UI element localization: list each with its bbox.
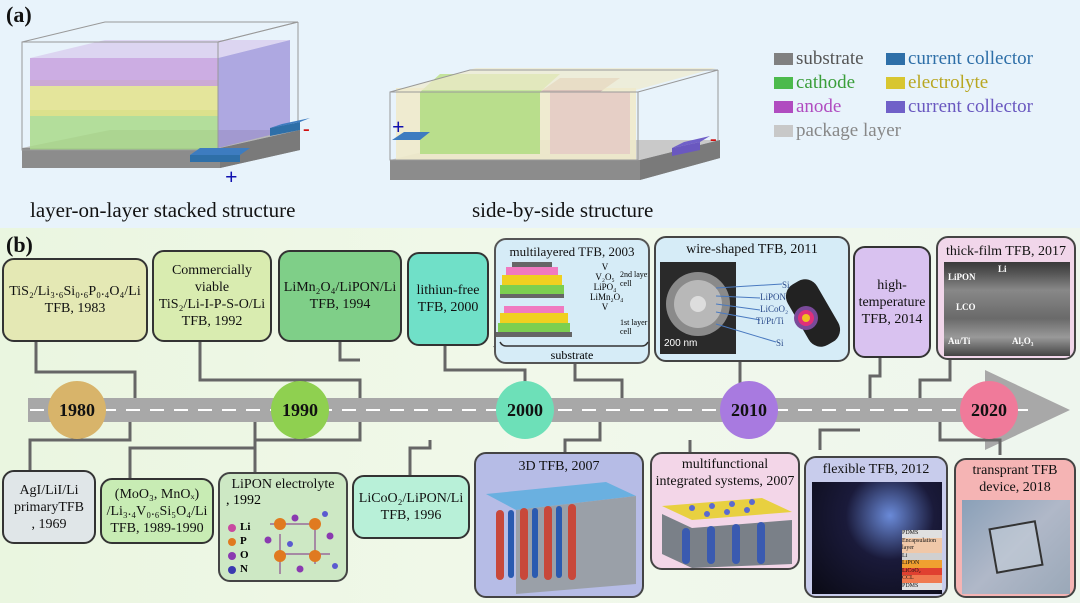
minus-terminal-left: - <box>303 118 310 140</box>
structure-illustrations <box>21 21 720 180</box>
stacked-structure <box>21 21 310 168</box>
panel-lipon-electrolyte: LiPON electrolyte , 1992 Li P O N <box>218 472 348 582</box>
panel-b-label: (b) <box>6 232 33 257</box>
panel-multilayered-tfb: multilayered TFB, 2003 V V₂O₅ LiPO₄ LiMn… <box>494 238 650 364</box>
year-2010: 2010 <box>720 381 778 439</box>
multifunctional-illustration <box>662 498 792 568</box>
year-1980: 1980 <box>48 381 106 439</box>
wire-tfb-illustration <box>660 262 841 354</box>
side-by-side-structure <box>389 68 720 180</box>
transparent-device <box>988 520 1044 574</box>
flexible-stack-labels: PDMS Encapsulation layer Li LiPON LiCoO₂… <box>902 530 942 590</box>
transparent-photo <box>962 500 1070 594</box>
legend-current-collector-1: current collector <box>886 48 1033 70</box>
panel-3d-tfb: 3D TFB, 2007 <box>474 452 644 598</box>
lipon-structure-graphic <box>228 511 338 574</box>
panel-wire-shaped-tfb: wire-shaped TFB, 2011 Si LiPON LiCoO₂ Ti… <box>654 236 850 362</box>
plus-terminal-left: + <box>225 164 238 189</box>
legend-electrolyte: electrolyte <box>886 72 988 94</box>
panel-a: (a) <box>0 0 1080 228</box>
minus-terminal-right: - <box>710 128 717 150</box>
caption-stacked: layer-on-layer stacked structure <box>30 198 296 222</box>
plus-terminal-right: + <box>392 114 405 139</box>
legend-anode: anode <box>774 96 841 118</box>
panel-flexible-tfb: flexible TFB, 2012 PDMS Encapsulation la… <box>804 456 948 598</box>
year-2000: 2000 <box>496 381 554 439</box>
sem-image <box>944 262 1070 356</box>
lipon-legend: Li P O N <box>240 521 251 575</box>
legend-package-layer: package layer <box>774 120 901 142</box>
panel-transparent-tfb: transprant TFB device, 2018 <box>954 458 1076 598</box>
year-1990: 1990 <box>271 381 329 439</box>
multilayer-layer-labels: V V₂O₅ LiPO₄ LiMn₂O₄ V <box>590 262 624 312</box>
panel-multifunctional: multifunctional integrated systems, 2007 <box>650 452 800 570</box>
panel-a-label: (a) <box>6 2 32 27</box>
panel-thick-film-tfb: thick-film TFB, 2017 LiPON Li LCO Au/Ti … <box>936 236 1076 360</box>
caption-side-by-side: side-by-side structure <box>472 198 654 222</box>
3d-tfb-illustration <box>486 482 636 594</box>
legend-substrate: substrate <box>774 48 864 70</box>
legend-cathode: cathode <box>774 72 855 94</box>
legend-current-collector-2: current collector <box>886 96 1033 118</box>
year-2020: 2020 <box>960 381 1018 439</box>
